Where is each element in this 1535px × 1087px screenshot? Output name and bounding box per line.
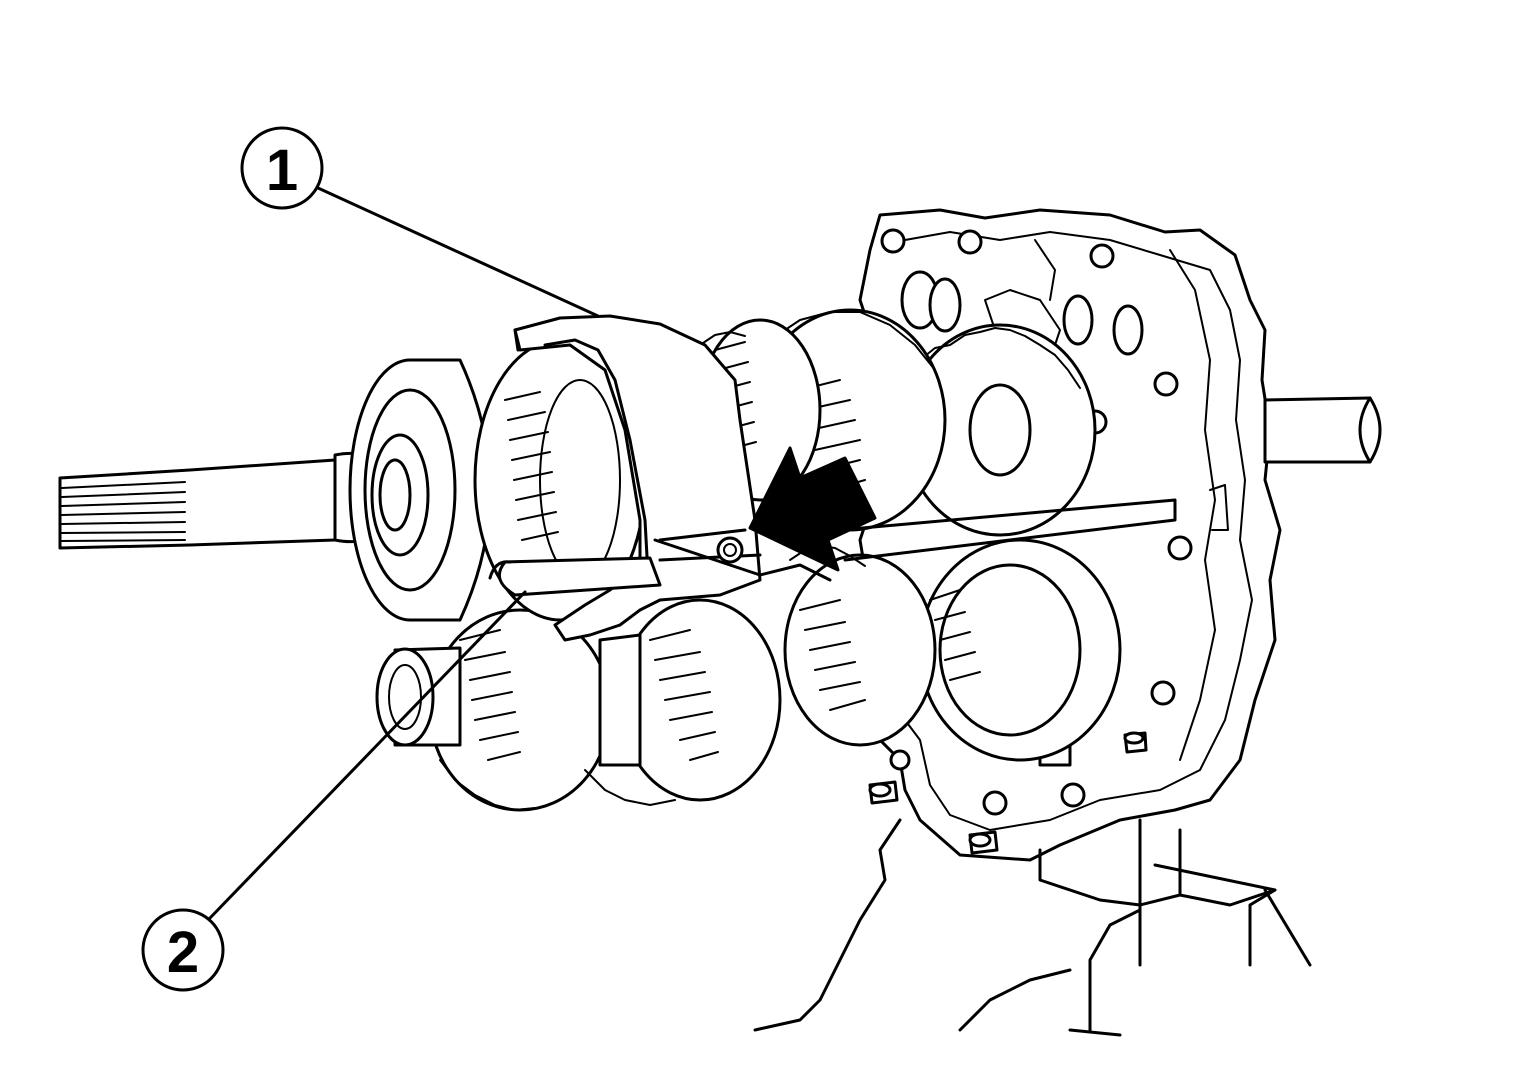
transmission-case [848, 208, 1282, 862]
callout-1-label: 1 [266, 138, 298, 203]
workbench-stand [753, 818, 1312, 1037]
gear-stack [375, 308, 1122, 812]
shift-fork [513, 314, 762, 642]
callout-1: 1 [240, 126, 600, 318]
callout-2-circle [141, 908, 225, 992]
callout-2-label: 2 [167, 920, 199, 985]
fork-rod [488, 498, 1177, 597]
output-shaft-right [1263, 396, 1382, 464]
arrow-left-icon [748, 446, 877, 572]
callout-1-circle [240, 126, 324, 210]
input-shaft-left [58, 358, 492, 622]
callout-2: 2 [141, 590, 527, 992]
